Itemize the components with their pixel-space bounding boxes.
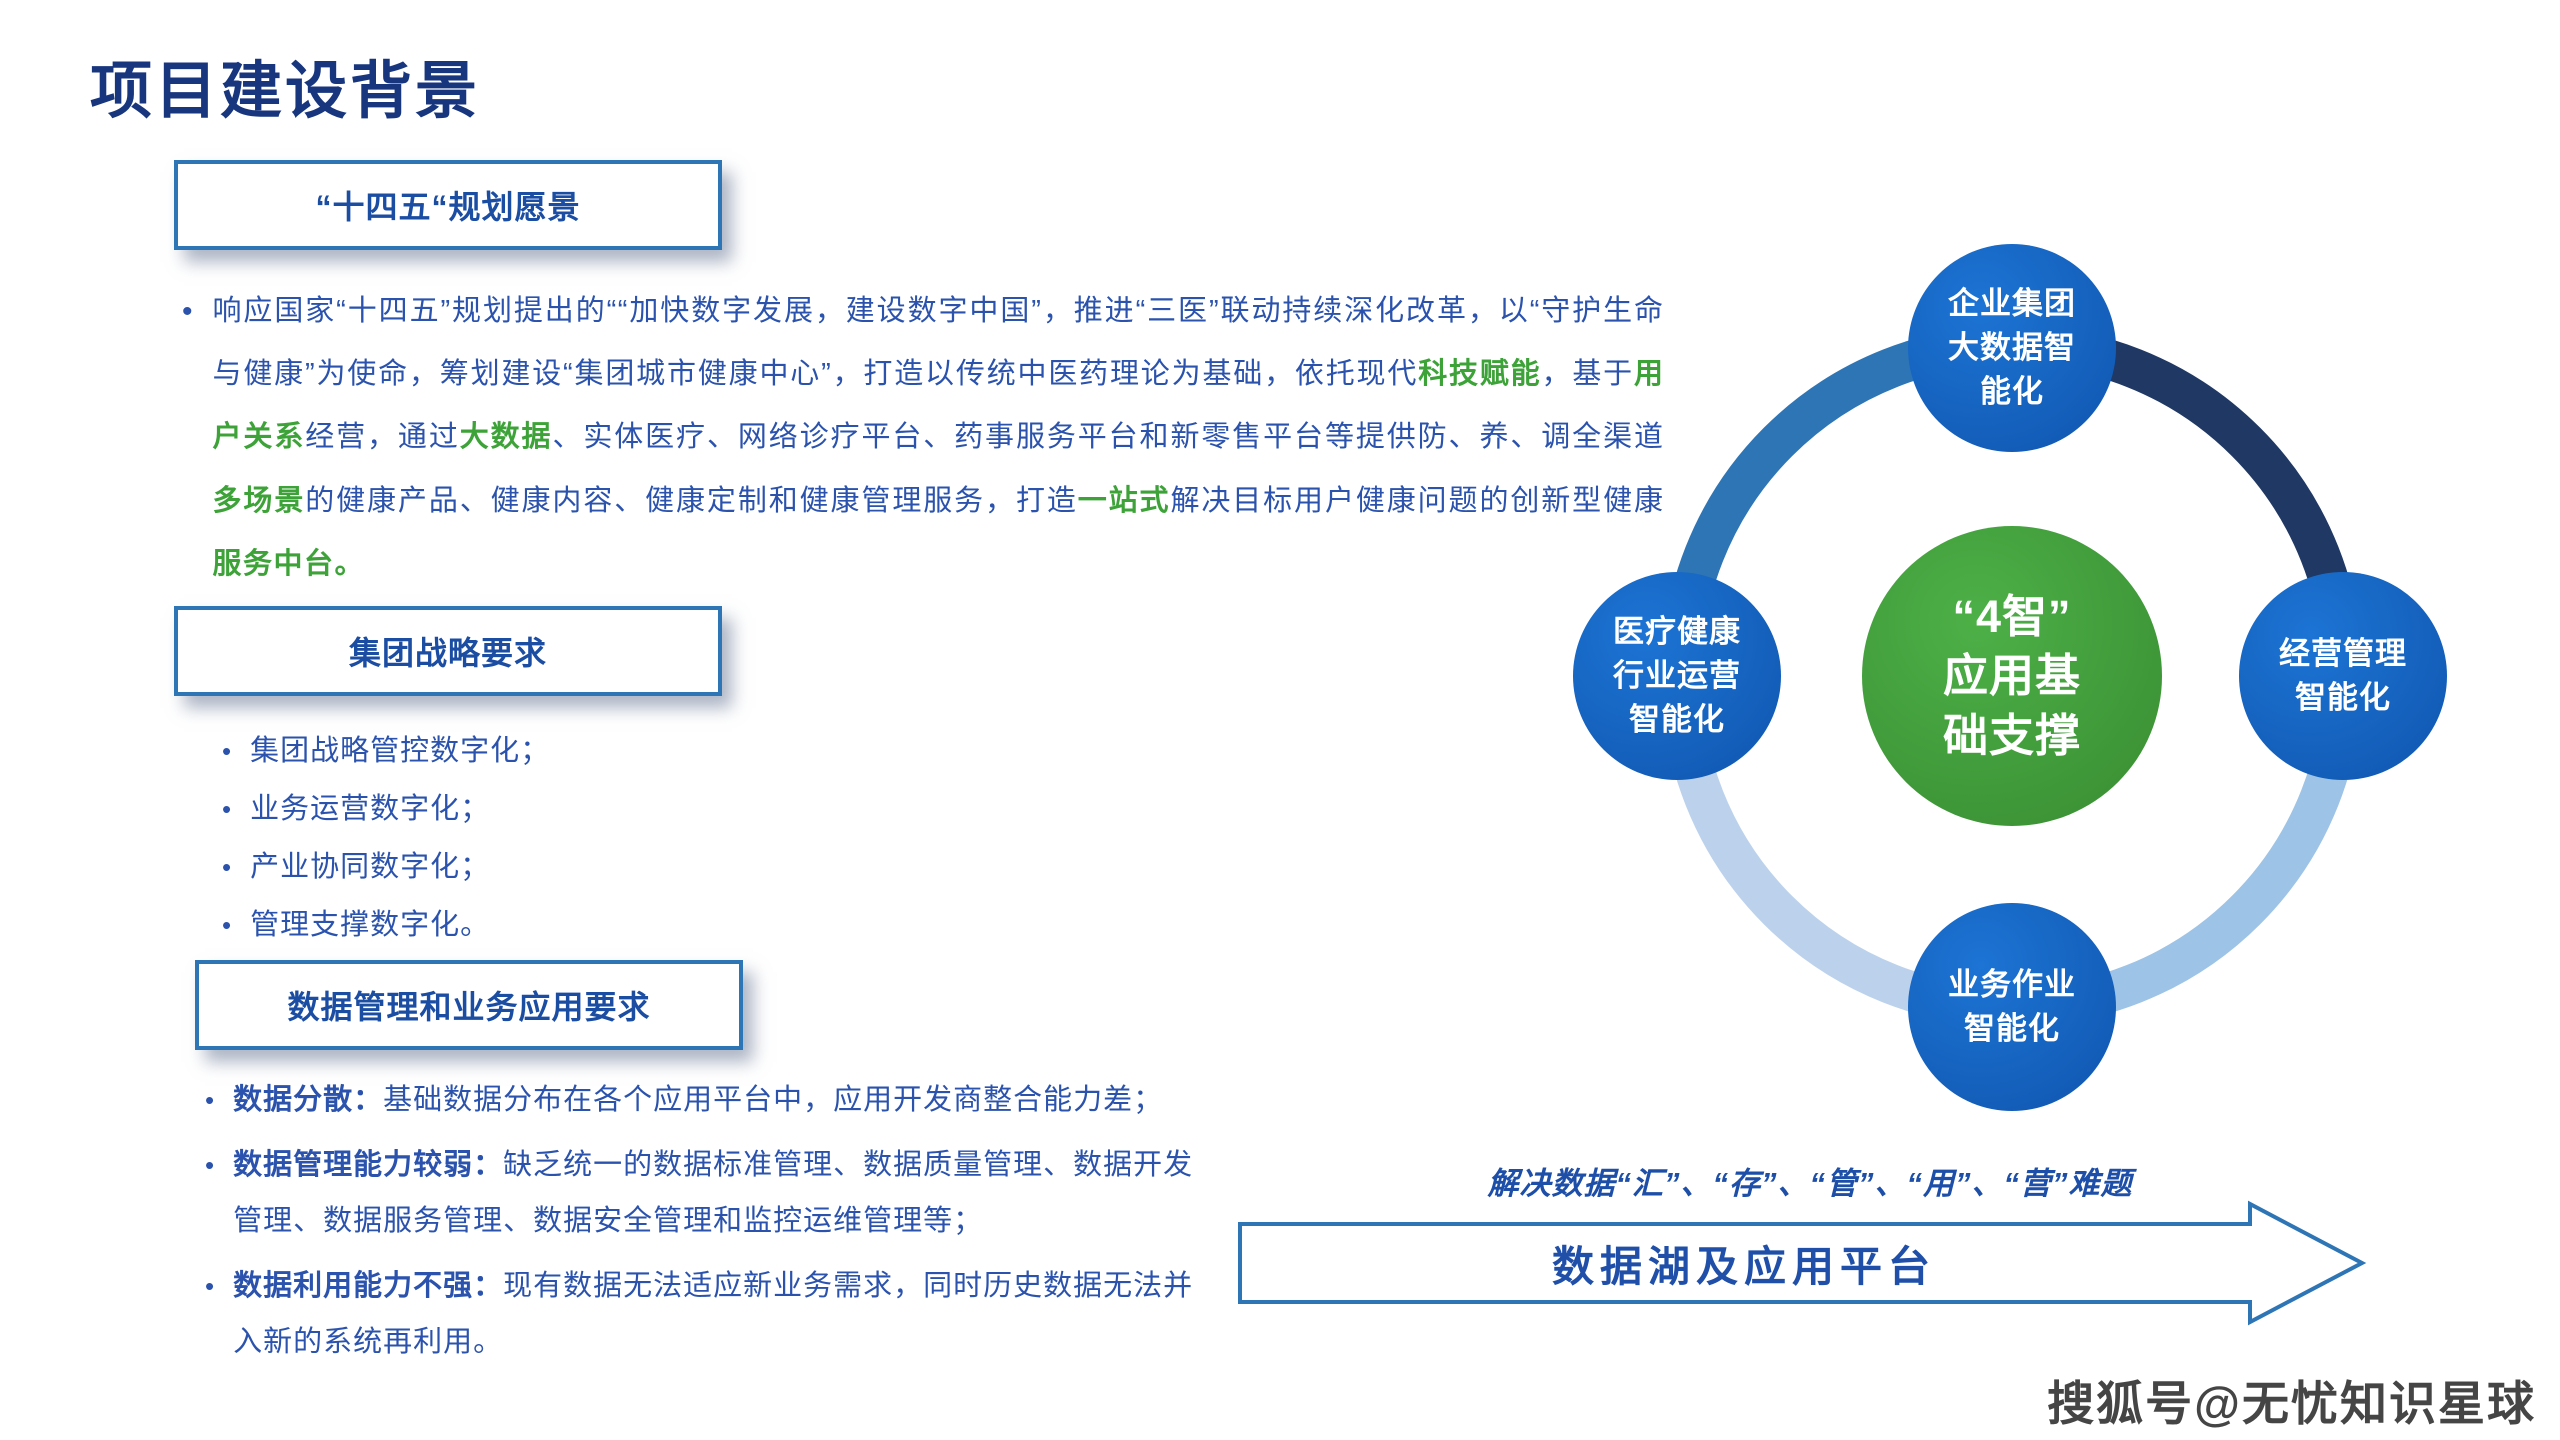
diagram-center-4zhi: “4智” 应用基 础支撑 <box>1862 526 2162 826</box>
bullet: • <box>222 852 233 882</box>
item-lead: 数据利用能力不强： <box>233 1269 504 1302</box>
diagram-node-business-work: 业务作业 智能化 <box>1908 903 2116 1111</box>
list-item: • 管理支撑数字化。 <box>222 896 550 954</box>
list-item: • 集团战略管控数字化； <box>222 722 550 780</box>
arrow-label: 数据湖及应用平台 <box>1551 1242 1936 1290</box>
data-req-list: • 数据分散：基础数据分布在各个应用平台中，应用开发商整合能力差； • 数据管理… <box>205 1072 1195 1379</box>
item-body: 缺乏统一的数据标准管理、数据质量管理、数据开发管理、数据服务管理、数据安全管理和… <box>233 1148 1194 1238</box>
data-lake-arrow: 数据湖及应用平台 <box>1238 1200 2368 1326</box>
list-item-text: 管理支撑数字化。 <box>250 909 491 941</box>
arrow-shape <box>1238 1200 2367 1326</box>
list-item-text: 业务运营数字化； <box>250 793 491 825</box>
list-item-text: 集团战略管控数字化； <box>250 735 551 767</box>
strategy-heading-label: 集团战略要求 <box>348 635 547 671</box>
vision-paragraph: 响应国家“十四五”规划提出的““加快数字发展，建设数字中国”，推进“三医”联动持… <box>212 295 1665 580</box>
data-req-heading-box: 数据管理和业务应用要求 <box>195 960 743 1050</box>
item-body: 现有数据无法适应新业务需求，同时历史数据无法并入新的系统再利用。 <box>233 1269 1194 1359</box>
list-item-text: 产业协同数字化； <box>250 851 491 883</box>
bullet: • <box>205 1270 216 1301</box>
list-item-text: 数据分散：基础数据分布在各个应用平台中，应用开发商整合能力差； <box>233 1072 1163 1129</box>
list-item-text: 数据利用能力不强：现有数据无法适应新业务需求，同时历史数据无法并入新的系统再利用… <box>233 1258 1195 1371</box>
list-item: • 数据分散：基础数据分布在各个应用平台中，应用开发商整合能力差； <box>205 1072 1195 1129</box>
diagram-node-business-management: 经营管理 智能化 <box>2239 572 2447 780</box>
strategy-heading-box: 集团战略要求 <box>174 606 722 696</box>
page-title: 项目建设背景 <box>90 57 481 126</box>
vision-heading-box: “十四五“规划愿景 <box>174 160 722 250</box>
item-lead: 数据管理能力较弱： <box>233 1148 504 1181</box>
vision-heading-label: “十四五“规划愿景 <box>315 189 581 225</box>
list-item-text: 数据管理能力较弱：缺乏统一的数据标准管理、数据质量管理、数据开发管理、数据服务管… <box>233 1137 1195 1250</box>
diagram-caption: 解决数据“汇”、“存”、“管”、“用”、“营”难题 <box>1487 1166 2133 1201</box>
strategy-list: • 集团战略管控数字化； • 业务运营数字化； • 产业协同数字化； • 管理支撑数字化… <box>222 722 550 954</box>
bullet: • <box>222 794 233 824</box>
watermark-sohu: 搜狐号@无忧知识星球 <box>2047 1377 2536 1430</box>
bullet: • <box>205 1085 216 1115</box>
list-item: • 数据利用能力不强：现有数据无法适应新业务需求，同时历史数据无法并入新的系统再… <box>205 1258 1195 1371</box>
diagram-node-healthcare-operations: 医疗健康 行业运营 智能化 <box>1573 572 1781 780</box>
bullet: • <box>222 910 233 940</box>
item-lead: 数据分散： <box>233 1084 384 1116</box>
data-req-heading-label: 数据管理和业务应用要求 <box>287 989 651 1025</box>
bullet: • <box>182 295 193 328</box>
list-item: • 业务运营数字化； <box>222 780 550 838</box>
bullet: • <box>222 736 233 766</box>
diagram-node-enterprise-bigdata: 企业集团 大数据智 能化 <box>1908 244 2116 452</box>
bullet: • <box>205 1149 216 1180</box>
list-item: • 数据管理能力较弱：缺乏统一的数据标准管理、数据质量管理、数据开发管理、数据服… <box>205 1137 1195 1250</box>
list-item: • 产业协同数字化； <box>222 838 550 896</box>
vision-paragraph-row: • 响应国家“十四五”规划提出的““加快数字发展，建设数字中国”，推进“三医”联… <box>182 280 1682 596</box>
item-body: 基础数据分布在各个应用平台中，应用开发商整合能力差； <box>383 1084 1164 1116</box>
